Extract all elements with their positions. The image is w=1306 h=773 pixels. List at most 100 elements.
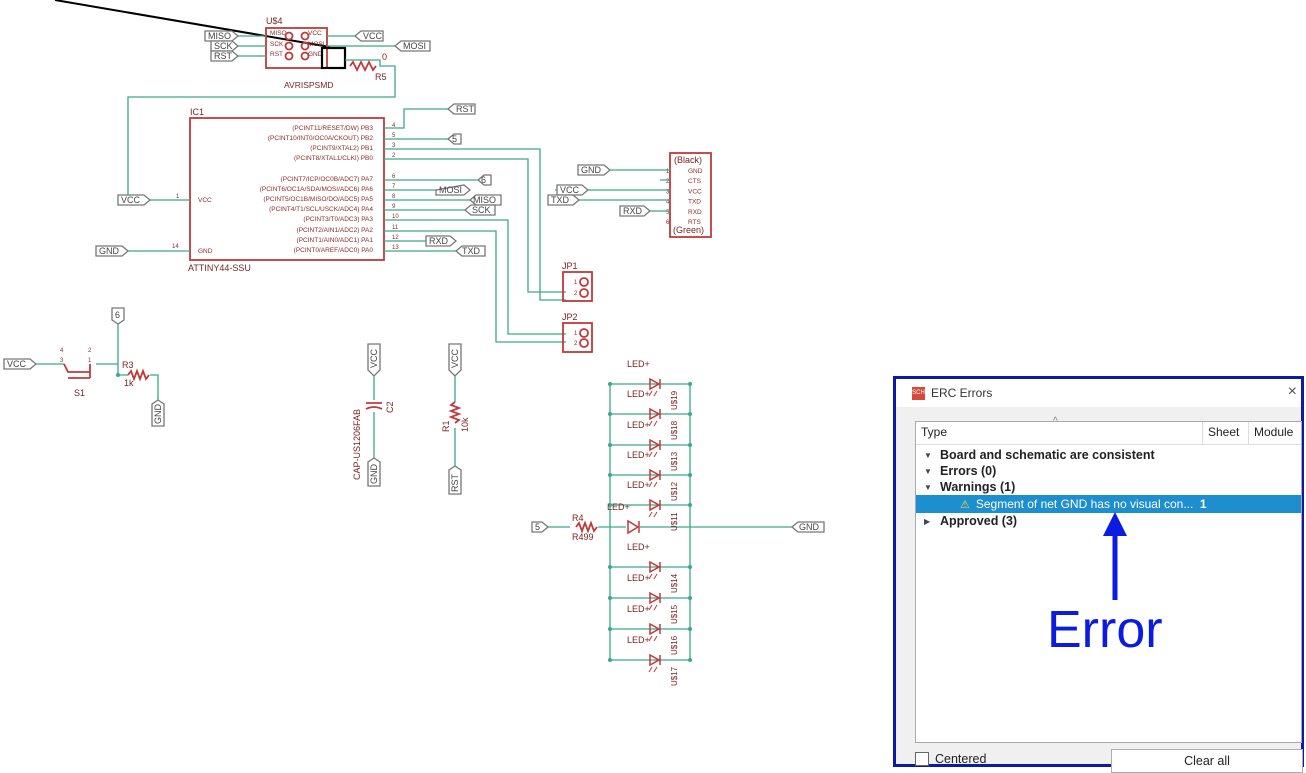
erc-footer: Centered Clear all <box>915 749 1303 773</box>
net-label-mosi-top[interactable]: MOSI <box>393 40 431 52</box>
led-diode-main[interactable]: LED+ <box>607 502 640 535</box>
tree-label-warnings: Warnings (1) <box>940 480 1016 494</box>
part-s1[interactable]: 4 3 2 1 S1 <box>60 348 92 398</box>
part-r4[interactable]: R4 R499 <box>572 513 598 542</box>
led-diode[interactable]: LED+U$11 <box>608 480 692 531</box>
close-icon[interactable]: × <box>1287 383 1297 400</box>
u4-pin-rst: RST <box>270 51 283 58</box>
tree-label-errors: Errors (0) <box>940 464 997 478</box>
expand-right-icon[interactable]: ▶ <box>924 516 931 526</box>
r5-value: 0 <box>382 52 387 62</box>
net-label-miso[interactable]: MISO <box>204 30 240 42</box>
tree-row-approved[interactable]: ▶ Approved (3) <box>916 513 1301 529</box>
highlight-box <box>320 46 347 70</box>
part-r5[interactable]: 0 R5 <box>349 52 387 82</box>
clear-all-button[interactable]: Clear all <box>1111 749 1303 773</box>
column-sheet[interactable]: Sheet <box>1203 422 1249 444</box>
led-diode[interactable]: LED+U$13 <box>608 420 692 471</box>
led-diode[interactable]: LED+U$19 <box>608 359 692 410</box>
ic1-value: ATTINY44-SSU <box>188 263 251 273</box>
part-r3[interactable]: R3 1k <box>122 360 150 388</box>
part-c2[interactable]: CAP-US1206FAB C2 <box>352 401 395 480</box>
svg-text:VCC: VCC <box>363 31 383 41</box>
net-label-5-ic[interactable]: 5 <box>446 133 462 145</box>
led-diode[interactable]: LED+U$15 <box>608 573 692 624</box>
net-label-gnd-ftdi[interactable]: GND <box>577 164 612 176</box>
ic1-pin-label: (PCINT4/T1/SCL/USCK/ADC4) PA4 <box>269 206 373 213</box>
net-label-vcc-s1[interactable]: VCC <box>3 358 38 370</box>
ic1-pin-number: 4 <box>392 123 396 129</box>
column-type[interactable]: Type <box>916 422 1203 444</box>
r5-name: R5 <box>375 72 387 82</box>
net-label-gnd-led[interactable]: GND <box>790 521 825 533</box>
net-label-rxd-ftdi[interactable]: RXD <box>619 205 652 217</box>
warning-item-row[interactable]: ⚠ Segment of net GND has no visual con..… <box>916 495 1301 513</box>
net-labels: MISO SCK RST VCC MOSI RST 5 6 MOSI MISO … <box>3 30 825 533</box>
s1-pin-4: 4 <box>60 348 64 354</box>
net-label-gnd-ic[interactable]: GND <box>95 245 130 257</box>
expand-down-icon[interactable]: ▼ <box>924 466 932 476</box>
tree-row-consistent[interactable]: ▼ Board and schematic are consistent <box>916 447 1301 463</box>
net-label-vcc-c2[interactable]: VCC <box>367 343 381 377</box>
tree-row-warnings[interactable]: ▼ Warnings (1) <box>916 479 1301 495</box>
erc-title: ERC Errors <box>931 386 993 400</box>
net-label-gnd-c2[interactable]: GND <box>367 457 381 487</box>
centered-checkbox[interactable] <box>915 752 929 766</box>
led-diode[interactable]: LED+U$17 <box>608 635 692 686</box>
led-diode[interactable]: LED+U$16 <box>608 604 692 655</box>
u4-name: U$4 <box>266 16 283 26</box>
tree-row-errors[interactable]: ▼ Errors (0) <box>916 463 1301 479</box>
sort-caret-icon: ^ <box>1053 416 1058 427</box>
net-label-5-r4[interactable]: 5 <box>531 521 550 533</box>
jp1-pin-2: 2 <box>574 291 578 297</box>
led-diode[interactable]: LED+U$14 <box>608 542 692 593</box>
led-diode[interactable]: LED+U$12 <box>608 450 692 501</box>
part-jp1[interactable]: JP1 1 2 <box>562 261 593 302</box>
net-label-sck-ic[interactable]: SCK <box>463 204 496 216</box>
ic1-pin-vcc: VCC <box>198 197 212 204</box>
led-name: U$19 <box>670 390 679 410</box>
net-label-txd-ic[interactable]: TXD <box>454 245 486 257</box>
part-jp2[interactable]: JP2 1 2 <box>562 312 593 353</box>
net-label-6-s1[interactable]: 6 <box>111 307 125 325</box>
led-label: LED+ <box>607 502 630 512</box>
net-label-rst-r1[interactable]: RST <box>448 465 462 495</box>
net-label-mosi-ic[interactable]: MOSI <box>435 184 472 196</box>
part-r1[interactable]: R1 10k <box>441 401 470 432</box>
net-label-miso-ic[interactable]: MISO <box>468 194 502 206</box>
u4-pin-mosi: MOSI <box>308 41 325 48</box>
s1-name: S1 <box>74 388 85 398</box>
ftdi-pin-label: TXD <box>688 199 701 206</box>
net-label-vcc-top[interactable]: VCC <box>353 30 384 42</box>
net-label-txd-ftdi[interactable]: TXD <box>547 194 581 206</box>
ftdi-pin-number: 5 <box>666 210 670 216</box>
expand-down-icon[interactable]: ▼ <box>924 450 932 460</box>
ftdi-pin-number: 2 <box>666 179 670 185</box>
led-diode[interactable]: LED+U$18 <box>608 389 692 440</box>
erc-errors-dialog[interactable]: SCH ERC Errors × ^ Type Sheet Module ▼ B… <box>893 376 1304 773</box>
erc-tree-panel[interactable]: ^ Type Sheet Module ▼ Board and schemati… <box>915 416 1302 743</box>
led-label: LED+ <box>627 420 650 430</box>
net-label-6-ic[interactable]: 6 <box>476 174 492 186</box>
net-label-vcc-ftdi[interactable]: VCC <box>556 184 590 196</box>
svg-text:SCK: SCK <box>214 41 233 51</box>
ftdi-pin-label: GND <box>688 168 703 175</box>
ic1-pin-label: (PCINT8/XTAL1/CLKI) PB0 <box>294 155 373 162</box>
net-label-rxd-ic[interactable]: RXD <box>425 235 458 247</box>
part-u4[interactable]: U$4 AVRISPSMD MISO SCK RST VCC MOSI GND <box>265 16 333 90</box>
net-label-rst-ic[interactable]: RST <box>446 103 476 115</box>
column-module[interactable]: Module <box>1254 425 1294 439</box>
net-label-sck[interactable]: SCK <box>210 40 240 52</box>
net-label-vcc-ic[interactable]: VCC <box>117 194 152 206</box>
erc-titlebar[interactable]: SCH ERC Errors × <box>896 379 1301 407</box>
ic1-pin-number: 6 <box>392 174 396 180</box>
svg-text:VCC: VCC <box>450 348 460 368</box>
part-ic1[interactable]: IC1 ATTINY44-SSU VCC GND 1 14 (PCINT11/R… <box>172 107 399 273</box>
expand-down-icon[interactable]: ▼ <box>924 482 932 492</box>
net-label-rst[interactable]: RST <box>210 50 240 62</box>
net-label-gnd-r3[interactable]: GND <box>151 399 165 427</box>
net-label-vcc-r1[interactable]: VCC <box>448 343 462 377</box>
